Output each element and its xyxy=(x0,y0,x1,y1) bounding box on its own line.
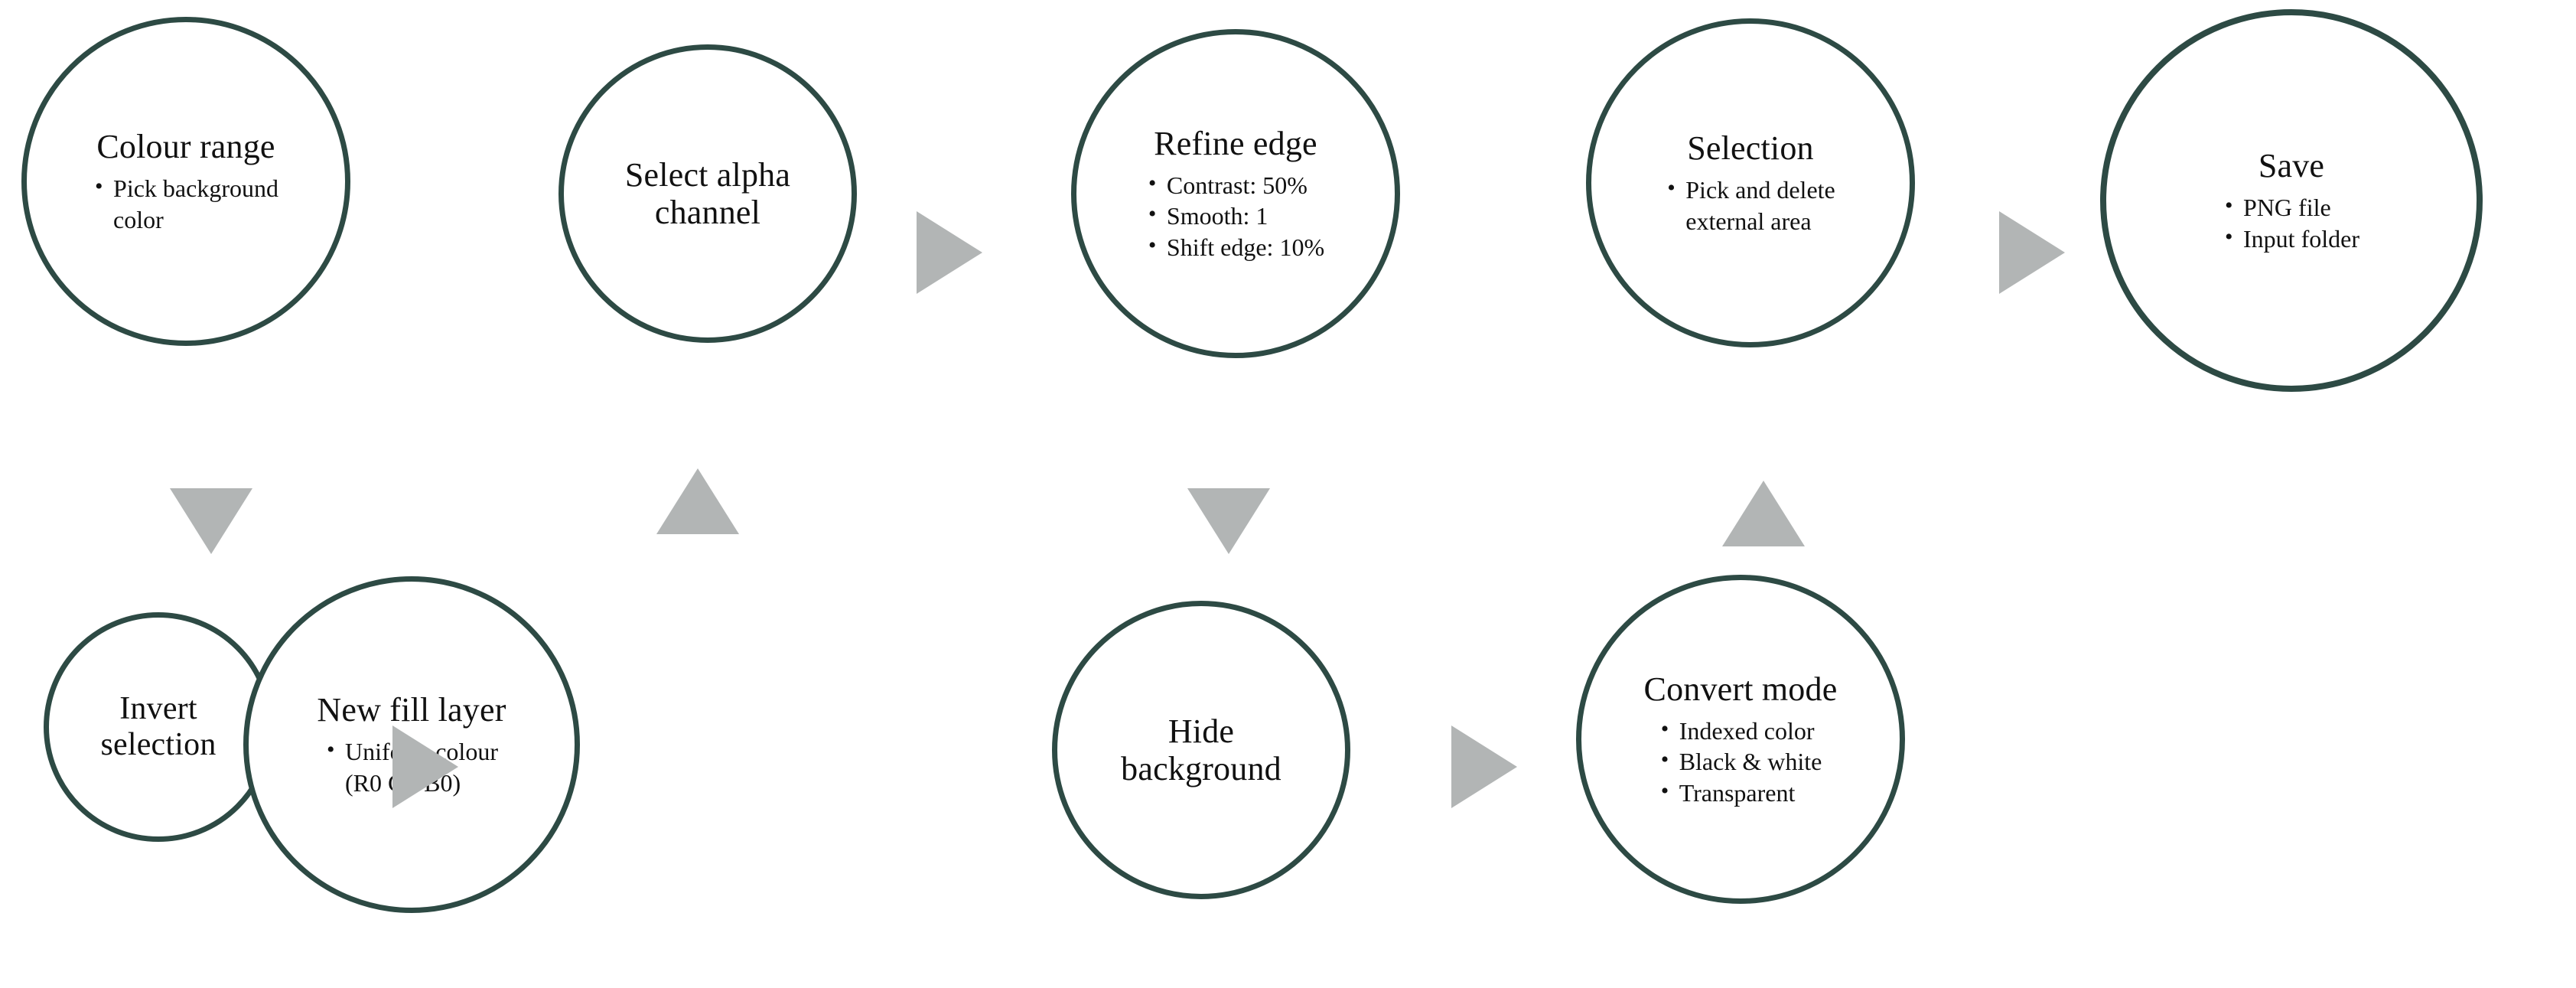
arrow-down-icon xyxy=(170,488,252,554)
node-bullet-list: PNG fileInput folder xyxy=(2223,191,2359,254)
node-save[interactable]: SavePNG fileInput folder xyxy=(2100,9,2483,392)
node-title: Colour range xyxy=(96,128,275,166)
arrow-right-icon xyxy=(1999,211,2065,294)
node-title: Select alpha channel xyxy=(624,155,791,231)
node-bullet-item: PNG file xyxy=(2223,191,2359,223)
node-bullet-item: Black & white xyxy=(1659,745,1822,777)
node-bullet-item: Indexed color xyxy=(1659,715,1822,746)
node-bullet-item: Input folder xyxy=(2223,223,2359,254)
node-bullet-item: Pick and delete external area xyxy=(1666,174,1835,236)
arrow-down-icon xyxy=(1187,488,1270,554)
node-bullet-list: Pick background color xyxy=(93,172,278,235)
node-bullet-item: Smooth: 1 xyxy=(1147,200,1324,231)
node-title: Save xyxy=(2258,147,2325,185)
node-title: Selection xyxy=(1687,129,1814,168)
node-title: Refine edge xyxy=(1154,124,1317,162)
arrow-right-icon xyxy=(917,211,982,294)
node-title: Hide background xyxy=(1121,712,1281,787)
node-bullet-item: Pick background color xyxy=(93,172,278,235)
node-select-alpha-channel[interactable]: Select alpha channel xyxy=(559,44,857,343)
node-refine-edge[interactable]: Refine edgeContrast: 50%Smooth: 1Shift e… xyxy=(1071,29,1400,358)
node-hide-background[interactable]: Hide background xyxy=(1052,601,1350,899)
node-bullet-item: Transparent xyxy=(1659,777,1822,808)
node-bullet-item: Shift edge: 10% xyxy=(1147,231,1324,262)
node-bullet-item: Contrast: 50% xyxy=(1147,169,1324,201)
node-title: New fill layer xyxy=(317,691,506,729)
node-bullet-list: Indexed colorBlack & whiteTransparent xyxy=(1659,715,1822,808)
arrow-right-icon xyxy=(1451,726,1517,808)
node-colour-range[interactable]: Colour rangePick background color xyxy=(21,17,350,346)
node-convert-mode[interactable]: Convert modeIndexed colorBlack & whiteTr… xyxy=(1576,575,1905,904)
node-title: Invert selection xyxy=(100,690,217,762)
node-bullet-list: Contrast: 50%Smooth: 1Shift edge: 10% xyxy=(1147,169,1324,262)
node-bullet-list: Pick and delete external area xyxy=(1666,174,1835,236)
arrow-up-icon xyxy=(1722,481,1805,546)
node-title: Convert mode xyxy=(1643,670,1838,708)
arrow-up-icon xyxy=(656,468,739,534)
node-selection[interactable]: SelectionPick and delete external area xyxy=(1586,18,1915,347)
node-invert-selection[interactable]: Invert selection xyxy=(44,612,273,842)
arrow-right-icon xyxy=(392,726,458,808)
